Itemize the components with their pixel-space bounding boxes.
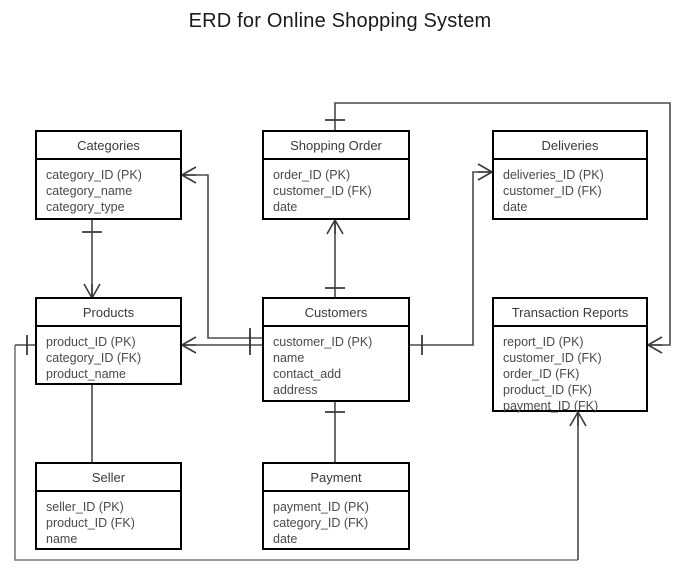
entity-transaction-reports-attributes: report_ID (PK) customer_ID (FK) order_ID… — [494, 327, 646, 420]
attribute: payment_ID (PK) — [273, 500, 369, 514]
diagram-frame — [14, 345, 578, 561]
attribute: customer_ID (FK) — [503, 184, 602, 198]
attribute: customer_ID (FK) — [273, 184, 372, 198]
crowsfoot-transactionreports-right — [647, 336, 663, 354]
attribute: product_name — [46, 367, 126, 381]
crowsfoot-products-top — [83, 283, 101, 299]
entity-products[interactable]: Products product_ID (PK) category_ID (FK… — [35, 297, 182, 385]
entity-seller-title: Seller — [37, 464, 180, 492]
crowsfoot-transactionreports-bottom — [569, 411, 587, 427]
attribute: date — [503, 200, 528, 214]
attribute: order_ID (PK) — [273, 168, 351, 182]
entity-categories-title: Categories — [37, 132, 180, 160]
attribute: contact_add — [273, 367, 342, 381]
crowsfoot-shoppingorder-bottom — [326, 219, 344, 235]
entity-products-attributes: product_ID (PK) category_ID (FK) product… — [37, 327, 180, 388]
entity-categories[interactable]: Categories category_ID (PK) category_nam… — [35, 130, 182, 220]
attribute: category_ID (PK) — [46, 168, 142, 182]
entity-payment-title: Payment — [264, 464, 408, 492]
attribute: category_ID (FK) — [273, 516, 369, 530]
attribute: product_ID (PK) — [46, 335, 136, 349]
entity-transaction-reports-title: Transaction Reports — [494, 299, 646, 327]
entity-customers-attributes: customer_ID (PK) name contact_add addres… — [264, 327, 408, 404]
entity-payment[interactable]: Payment payment_ID (PK) category_ID (FK)… — [262, 462, 410, 550]
entity-deliveries-attributes: deliveries_ID (PK) customer_ID (FK) date — [494, 160, 646, 221]
attribute: category_name — [46, 184, 133, 198]
attribute: address — [273, 383, 318, 397]
entity-categories-attributes: category_ID (PK) category_name category_… — [37, 160, 180, 221]
attribute: deliveries_ID (PK) — [503, 168, 604, 182]
entity-products-title: Products — [37, 299, 180, 327]
attribute: name — [46, 532, 78, 546]
attribute: payment_ID (FK) — [503, 399, 599, 413]
crowsfoot-deliveries-left — [477, 163, 493, 181]
link-customers-deliveries — [410, 171, 492, 346]
attribute: order_ID (FK) — [503, 367, 580, 381]
attribute: customer_ID (PK) — [273, 335, 373, 349]
attribute: date — [273, 532, 298, 546]
entity-shopping-order-title: Shopping Order — [264, 132, 408, 160]
link-categories-customers — [182, 174, 262, 339]
diagram-title: ERD for Online Shopping System — [188, 10, 492, 32]
attribute: report_ID (PK) — [503, 335, 584, 349]
entity-customers[interactable]: Customers customer_ID (PK) name contact_… — [262, 297, 410, 402]
attribute: customer_ID (FK) — [503, 351, 602, 365]
attribute: category_ID (FK) — [46, 351, 142, 365]
entity-seller-attributes: seller_ID (PK) product_ID (FK) name — [37, 492, 180, 553]
attribute: date — [273, 200, 298, 214]
entity-transaction-reports[interactable]: Transaction Reports report_ID (PK) custo… — [492, 297, 648, 413]
entity-customers-title: Customers — [264, 299, 408, 327]
entity-shopping-order-attributes: order_ID (PK) customer_ID (FK) date — [264, 160, 408, 221]
crowsfoot-products-right — [181, 336, 197, 354]
attribute: seller_ID (PK) — [46, 500, 124, 514]
entity-shopping-order[interactable]: Shopping Order order_ID (PK) customer_ID… — [262, 130, 410, 220]
entity-deliveries[interactable]: Deliveries deliveries_ID (PK) customer_I… — [492, 130, 648, 220]
attribute: product_ID (FK) — [46, 516, 135, 530]
attribute: name — [273, 351, 305, 365]
crowsfoot-categories-right — [181, 166, 197, 184]
attribute: product_ID (FK) — [503, 383, 592, 397]
attribute: category_type — [46, 200, 125, 214]
entity-payment-attributes: payment_ID (PK) category_ID (FK) date — [264, 492, 408, 553]
entity-seller[interactable]: Seller seller_ID (PK) product_ID (FK) na… — [35, 462, 182, 550]
link-shoppingorder-transactionreports — [334, 102, 671, 346]
entity-deliveries-title: Deliveries — [494, 132, 646, 160]
